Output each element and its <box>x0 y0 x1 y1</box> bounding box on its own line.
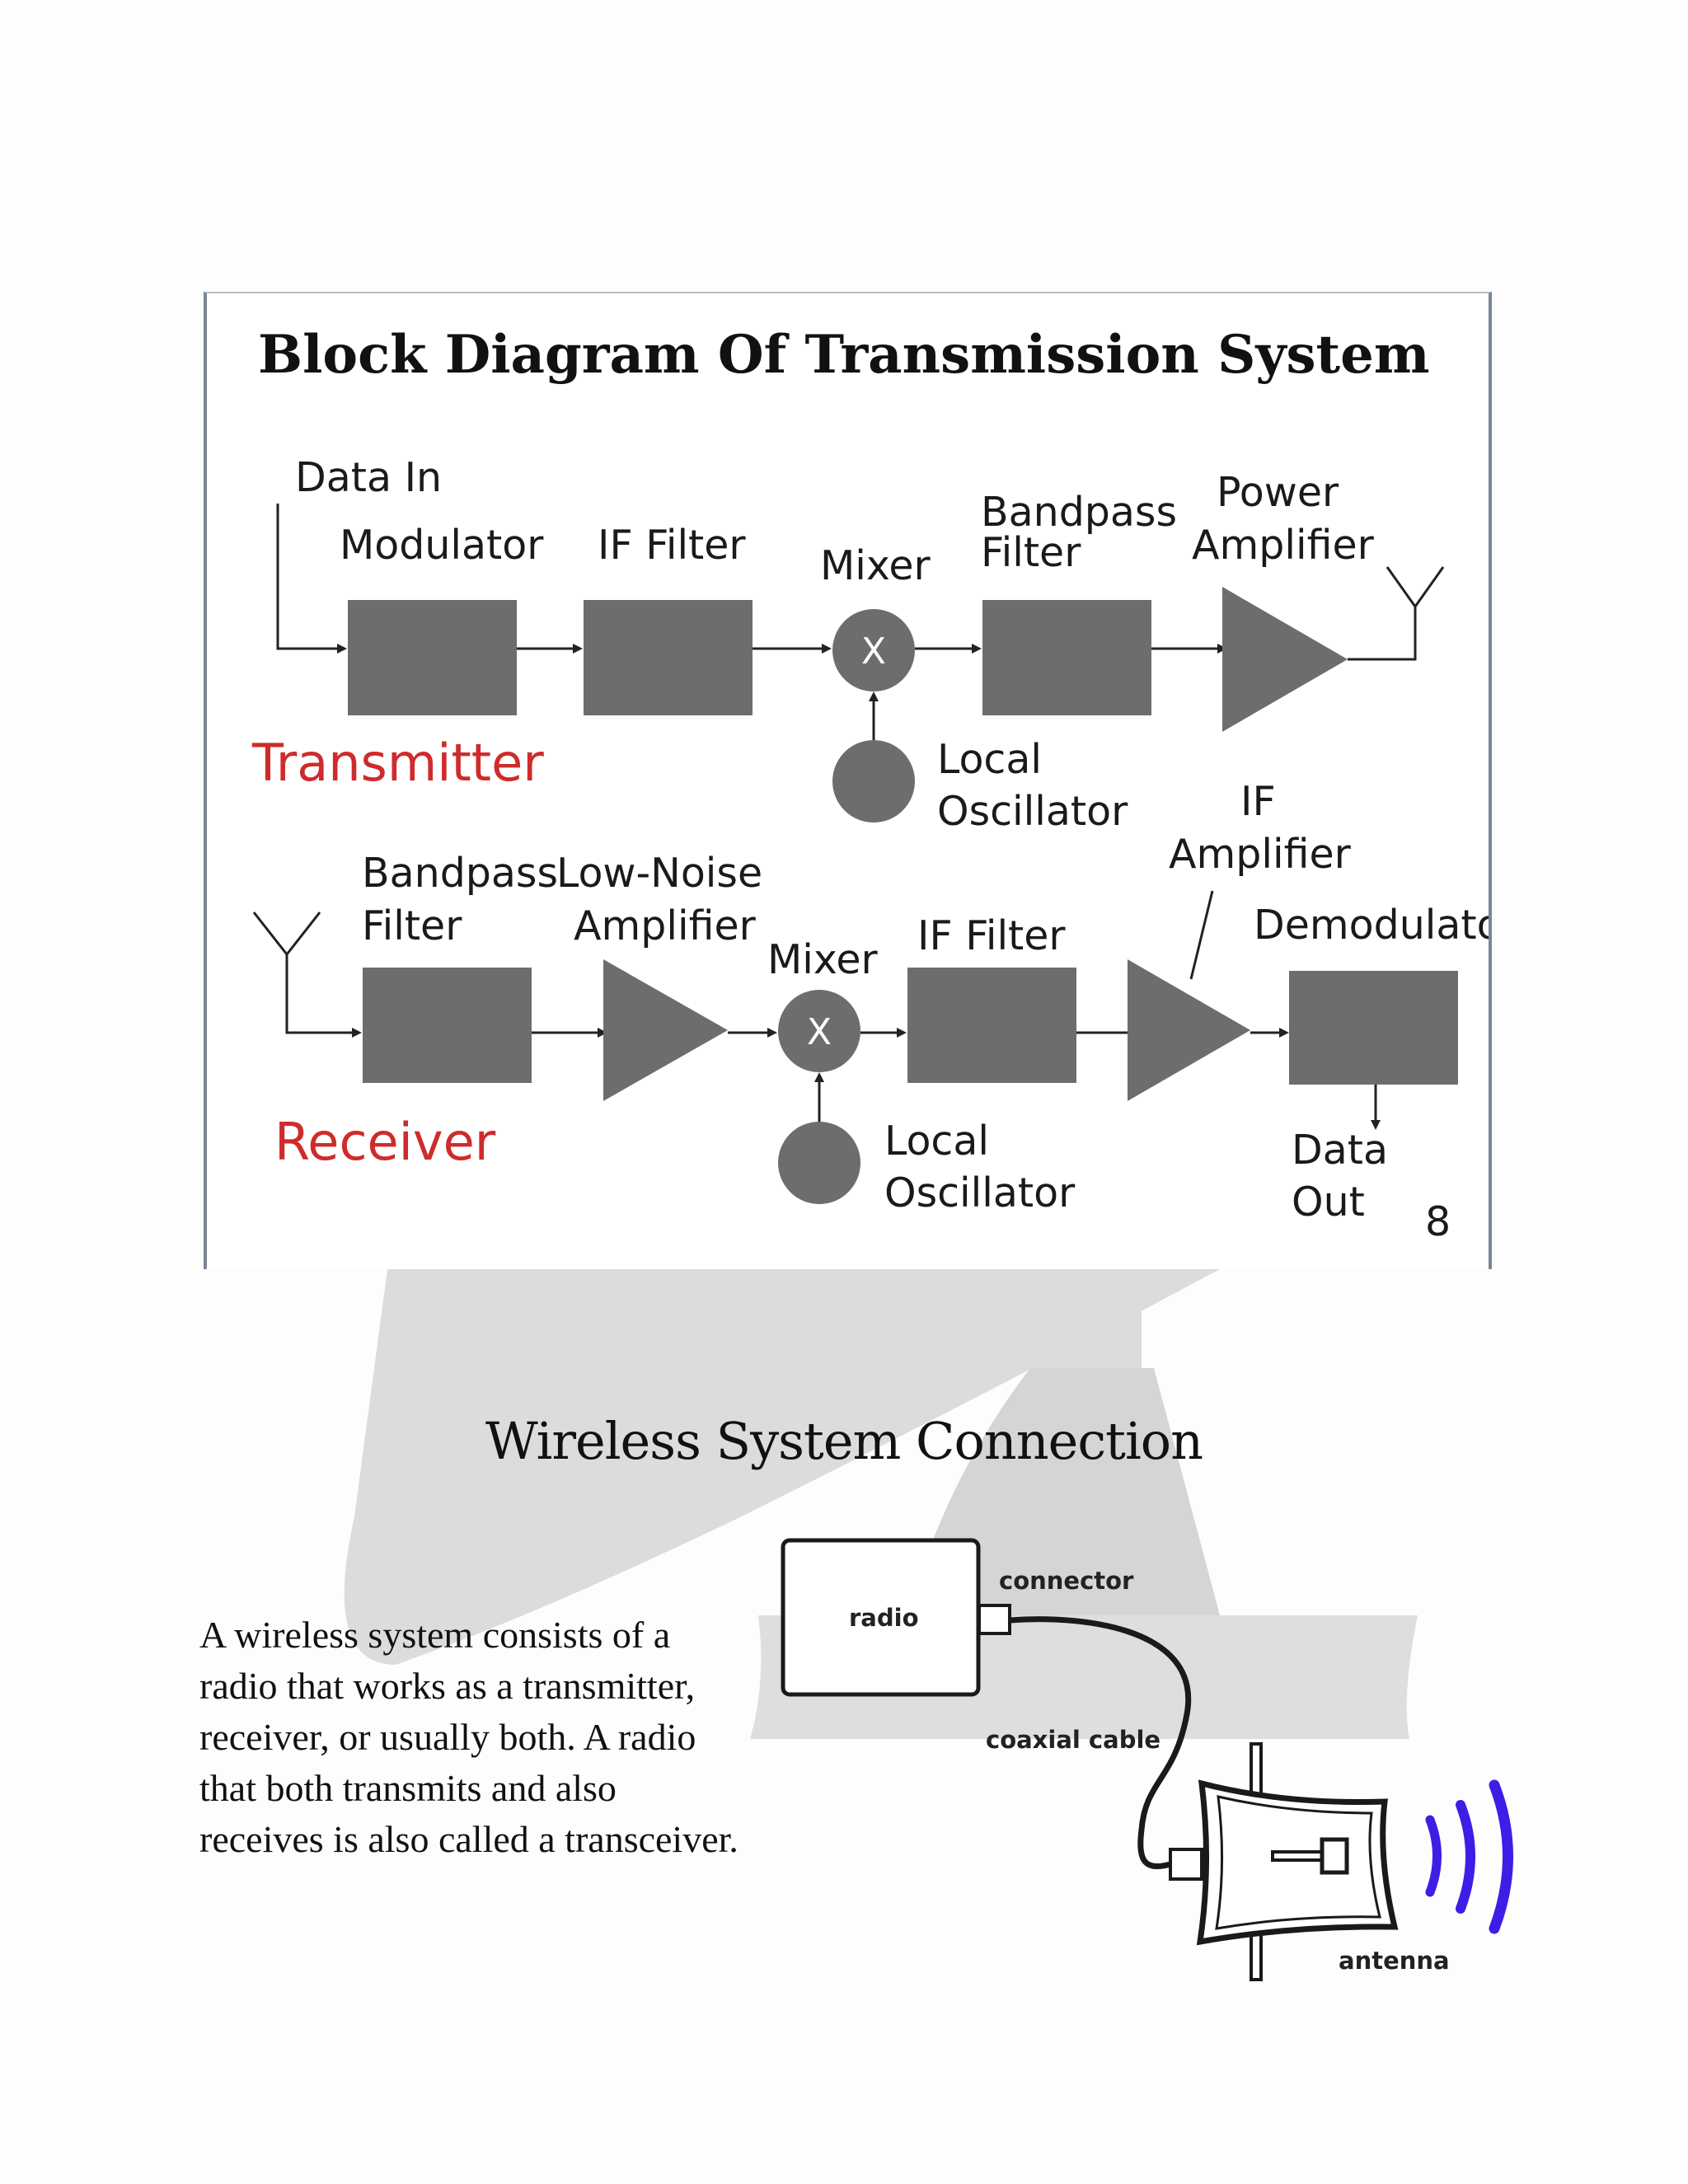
tx-mixer-circle <box>832 609 915 691</box>
rx-if-filter-label: IF Filter <box>917 912 1066 959</box>
paragraph-line: that both transmits and also <box>199 1767 617 1809</box>
tx-antenna-wire <box>1348 607 1417 661</box>
connector-icon <box>978 1604 1011 1635</box>
tx-modulator-block <box>348 600 517 715</box>
body-paragraph: A wireless system consists of a radio th… <box>199 1610 793 1865</box>
rx-mixer-circle <box>778 990 860 1072</box>
background-watermark <box>344 1269 1418 1739</box>
tx-bandpass-label-2: Filter <box>981 529 1081 576</box>
tx-mixer-label: Mixer <box>820 542 931 589</box>
rx-demodulator-block <box>1289 971 1458 1085</box>
slide-page-number: 8 <box>1425 1198 1451 1245</box>
tx-input-arrow <box>337 644 347 654</box>
transmitter-label: Transmitter <box>251 733 544 793</box>
paragraph-line: A wireless system consists of a <box>199 1614 671 1656</box>
tx-power-amp-label-1: Power <box>1217 469 1339 516</box>
block-diagram-slide: Block Diagram Of Transmission System Dat… <box>204 292 1492 1269</box>
rx-bandpass-label-1: Bandpass <box>362 850 558 897</box>
tx-power-amplifier-triangle <box>1222 587 1348 732</box>
tx-lo-label-1: Local <box>937 736 1042 783</box>
rx-input-wire <box>285 954 354 1034</box>
antenna-label: antenna <box>1339 1947 1450 1975</box>
rx-arrow <box>767 1028 777 1038</box>
paragraph-line: receiver, or usually both. A radio <box>199 1716 696 1758</box>
rx-bandpass-block <box>363 968 532 1083</box>
rx-data-out-label-2: Out <box>1292 1179 1365 1226</box>
coaxial-cable <box>1009 1616 1192 1870</box>
tx-mixer-symbol: X <box>861 630 886 673</box>
rx-lo-arrow <box>814 1072 824 1082</box>
tx-arrow <box>822 644 832 654</box>
rx-if-amp-pointer <box>1189 890 1214 980</box>
rx-bandpass-label-2: Filter <box>362 902 462 949</box>
rx-input-arrow <box>352 1028 362 1038</box>
tx-if-filter-block <box>584 600 753 715</box>
rx-lna-label-2: Amplifier <box>574 902 757 949</box>
paragraph-line: receives is also called a transceiver. <box>199 1818 738 1860</box>
tx-antenna-icon <box>1386 566 1445 609</box>
antenna-dipole-element <box>1320 1837 1349 1875</box>
tx-input-wire <box>276 504 339 650</box>
rx-mixer-symbol: X <box>807 1011 832 1053</box>
rx-output-arrow <box>1371 1120 1381 1130</box>
tx-modulator-label: Modulator <box>340 522 544 569</box>
cable-label: coaxial cable <box>986 1726 1160 1754</box>
tx-arrow <box>573 644 583 654</box>
tx-power-amp-label-2: Amplifier <box>1192 522 1375 569</box>
tx-if-filter-label: IF Filter <box>598 522 746 569</box>
tx-lo-label-2: Oscillator <box>937 788 1128 835</box>
rx-data-out-label-1: Data <box>1292 1127 1388 1174</box>
rx-if-filter-block <box>907 968 1076 1083</box>
rx-mixer-label: Mixer <box>767 936 879 983</box>
section-heading: Wireless System Connection <box>485 1411 1203 1471</box>
connector-label: connector <box>999 1567 1134 1595</box>
rx-arrow <box>598 1028 607 1038</box>
rx-demodulator-label: Demodulator <box>1254 902 1492 949</box>
tx-bandpass-block <box>982 600 1151 715</box>
signal-wave-icon <box>1425 1815 1442 1897</box>
slide-title: Block Diagram Of Transmission System <box>258 324 1430 386</box>
tx-arrow <box>972 644 982 654</box>
rx-lo-label-1: Local <box>884 1118 989 1165</box>
tx-data-in-label: Data In <box>295 454 442 501</box>
rx-if-amp-label-2: Amplifier <box>1169 831 1352 878</box>
rx-local-oscillator-circle <box>778 1122 860 1204</box>
radio-label: radio <box>849 1604 919 1632</box>
signal-wave-icon <box>1456 1800 1475 1914</box>
antenna-panel-inner <box>1215 1795 1381 1930</box>
rx-arrow <box>897 1028 907 1038</box>
rx-lna-triangle <box>603 959 728 1101</box>
tx-bandpass-label-1: Bandpass <box>981 489 1177 536</box>
rx-if-amplifier-triangle <box>1128 959 1250 1101</box>
tx-local-oscillator-circle <box>832 740 915 823</box>
receiver-label: Receiver <box>274 1112 496 1172</box>
rx-lna-label-1: Low-Noise <box>556 850 762 897</box>
rx-if-amp-label-1: IF <box>1240 778 1276 825</box>
antenna-panel <box>1196 1779 1399 1946</box>
antenna-connector <box>1169 1848 1203 1881</box>
paragraph-line: radio that works as a transmitter, <box>199 1665 696 1707</box>
tx-lo-arrow <box>869 691 879 701</box>
rx-arrow <box>1279 1028 1289 1038</box>
rx-lo-label-2: Oscillator <box>884 1169 1076 1216</box>
signal-wave-icon <box>1489 1779 1513 1934</box>
